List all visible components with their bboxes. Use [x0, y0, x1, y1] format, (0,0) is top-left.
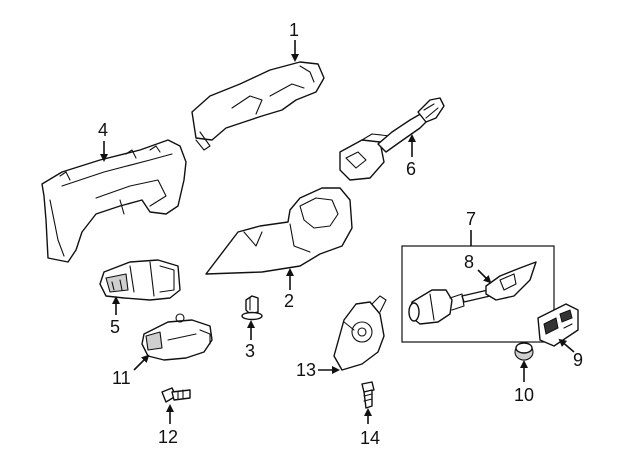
- callout-3: 3: [245, 341, 255, 361]
- leader-11: [133, 354, 150, 371]
- callout-10: 10: [514, 385, 534, 405]
- callout-6: 6: [406, 159, 416, 179]
- part-13-bracket: [333, 295, 387, 371]
- callout-13: 13: [296, 360, 316, 380]
- callout-14: 14: [360, 428, 380, 448]
- callout-9: 9: [573, 350, 583, 370]
- callout-2: 2: [284, 291, 294, 311]
- part-11-ignition-switch: [141, 313, 213, 361]
- part-7-lock-cylinder: [408, 289, 465, 325]
- part-6-multifunction-switch: [339, 97, 445, 181]
- part-8-key-blade: [461, 261, 537, 303]
- part-9-key-fob: [537, 303, 579, 347]
- callout-11: 11: [112, 368, 131, 388]
- part-2-lower-shroud: [205, 187, 353, 275]
- part-7-group-box: [401, 245, 555, 343]
- part-5-switch-block: [99, 259, 181, 301]
- part-1-upper-shroud: [191, 61, 325, 151]
- callout-8: 8: [464, 252, 474, 272]
- part-4-cluster-bezel: [41, 139, 187, 263]
- callout-4: 4: [98, 120, 108, 140]
- leader-9: [558, 338, 575, 353]
- callout-12: 12: [158, 427, 178, 447]
- part-10-cap: [514, 342, 534, 361]
- leader-8: [477, 269, 492, 284]
- callout-5: 5: [110, 317, 120, 337]
- callout-1: 1: [289, 20, 299, 40]
- part-12-bolt: [161, 387, 191, 403]
- part-3-push-pin: [241, 295, 263, 321]
- callout-7: 7: [466, 209, 476, 229]
- part-14-screw: [361, 381, 375, 409]
